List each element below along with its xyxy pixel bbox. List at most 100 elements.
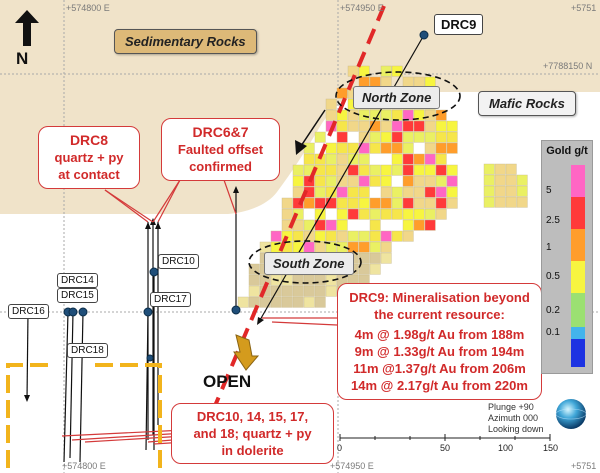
drc14-trace bbox=[63, 311, 69, 463]
drill-intercept bbox=[146, 354, 154, 362]
grade-cell bbox=[380, 197, 392, 209]
grade-cell bbox=[336, 208, 348, 220]
grade-cell bbox=[248, 285, 260, 297]
grade-cell bbox=[413, 109, 425, 121]
grade-cell bbox=[380, 164, 392, 176]
grade-cell bbox=[494, 185, 506, 197]
grade-cell bbox=[402, 153, 414, 165]
grade-cell bbox=[413, 153, 425, 165]
view-azimuth: Azimuth 000 bbox=[488, 413, 539, 423]
mafic-rocks-label: Mafic Rocks bbox=[478, 91, 576, 116]
grade-cell bbox=[391, 230, 403, 242]
grade-cell bbox=[358, 164, 370, 176]
grade-cell bbox=[369, 131, 381, 143]
grade-cell bbox=[358, 252, 370, 264]
grade-cell bbox=[380, 252, 392, 264]
drc10-group-callout: DRC10, 14, 15, 17, and 18; quartz + py i… bbox=[171, 403, 334, 464]
grade-cell bbox=[358, 120, 370, 132]
grade-cell bbox=[413, 120, 425, 132]
grade-cell bbox=[270, 230, 282, 242]
legend-swatch-0-5 bbox=[571, 261, 585, 293]
legend-tick-0-5: 0.5 bbox=[546, 271, 560, 282]
grade-cell bbox=[402, 109, 414, 121]
grade-cell bbox=[292, 208, 304, 220]
grade-cell bbox=[336, 164, 348, 176]
drc8-callout: DRC8 quartz + py at contact bbox=[38, 126, 140, 189]
grade-cell bbox=[516, 196, 528, 208]
grade-cell bbox=[281, 197, 293, 209]
grade-cell bbox=[435, 153, 447, 165]
grade-cell bbox=[413, 208, 425, 220]
grade-cell bbox=[314, 175, 326, 187]
south-zone-label: South Zone bbox=[264, 252, 354, 275]
drc10-group-callout-line: and 18; quartz + py bbox=[193, 426, 312, 441]
grade-cell bbox=[292, 164, 304, 176]
grade-cell bbox=[424, 131, 436, 143]
grade-cell bbox=[369, 175, 381, 187]
drc6-7-callout-line: Faulted offset bbox=[177, 142, 264, 157]
scale-label-0: 0 bbox=[337, 443, 343, 453]
grade-cell bbox=[424, 208, 436, 220]
grade-cell bbox=[435, 197, 447, 209]
grade-cell bbox=[516, 174, 528, 186]
north-label: N bbox=[16, 49, 29, 68]
grade-cell bbox=[380, 186, 392, 198]
legend-tick-1: 1 bbox=[546, 242, 552, 253]
grade-cell bbox=[446, 197, 458, 209]
grade-cell bbox=[281, 285, 293, 297]
grade-cell bbox=[435, 208, 447, 220]
drc9-intercept-3: 11m @1.37g/t Au from 206m bbox=[353, 361, 526, 376]
grade-cell bbox=[358, 197, 370, 209]
grade-cell bbox=[391, 208, 403, 220]
grade-cell bbox=[446, 120, 458, 132]
drc15-label: DRC15 bbox=[57, 288, 98, 303]
grade-cell bbox=[391, 153, 403, 165]
drc8-callout-line: at contact bbox=[58, 167, 120, 182]
grade-cell bbox=[336, 219, 348, 231]
scale-label-150: 150 bbox=[543, 443, 559, 453]
drc6-7-callout: DRC6&7 Faulted offset confirmed bbox=[161, 118, 280, 181]
view-plunge: Plunge +90 bbox=[488, 402, 534, 412]
grade-cell bbox=[435, 164, 447, 176]
grade-cell bbox=[380, 131, 392, 143]
grade-cell bbox=[424, 142, 436, 154]
drill-collars bbox=[23, 30, 429, 362]
legend-swatch-0-1 bbox=[571, 327, 585, 339]
grade-cell bbox=[483, 163, 495, 175]
grade-cell bbox=[292, 197, 304, 209]
grade-cell bbox=[369, 164, 381, 176]
grade-cell bbox=[281, 274, 293, 286]
grade-cell bbox=[325, 98, 337, 110]
grade-cell bbox=[303, 142, 315, 154]
grade-cell bbox=[270, 296, 282, 308]
grade-cell bbox=[369, 208, 381, 220]
view-orientation-globe-icon bbox=[556, 399, 586, 429]
grade-cell bbox=[483, 185, 495, 197]
grade-cell bbox=[336, 120, 348, 132]
coord-label-bottom-right: +5751 bbox=[571, 461, 597, 471]
grade-cell bbox=[325, 142, 337, 154]
legend-tick-0-2: 0.2 bbox=[546, 305, 560, 316]
grade-cell bbox=[303, 285, 315, 297]
grade-cell bbox=[325, 164, 337, 176]
grade-cell bbox=[391, 120, 403, 132]
grade-cell bbox=[248, 296, 260, 308]
grade-cell bbox=[369, 219, 381, 231]
grade-cell bbox=[347, 230, 359, 242]
grade-cell bbox=[303, 274, 315, 286]
drc17-collar bbox=[143, 307, 153, 317]
grade-cell bbox=[446, 175, 458, 187]
grade-cell bbox=[494, 174, 506, 186]
grade-cell bbox=[336, 131, 348, 143]
drc10-label: DRC10 bbox=[158, 254, 199, 269]
grade-cell bbox=[402, 120, 414, 132]
scale-label-100: 100 bbox=[498, 443, 514, 453]
grade-cell bbox=[325, 285, 337, 297]
grade-cell bbox=[424, 175, 436, 187]
grade-cell bbox=[435, 142, 447, 154]
grade-cell bbox=[424, 186, 436, 198]
grade-cell bbox=[347, 120, 359, 132]
drc9-intercept-2: 9m @ 1.33g/t Au from 194m bbox=[354, 344, 525, 359]
north-zone-label: North Zone bbox=[353, 86, 441, 109]
scale-label-50: 50 bbox=[440, 443, 451, 453]
